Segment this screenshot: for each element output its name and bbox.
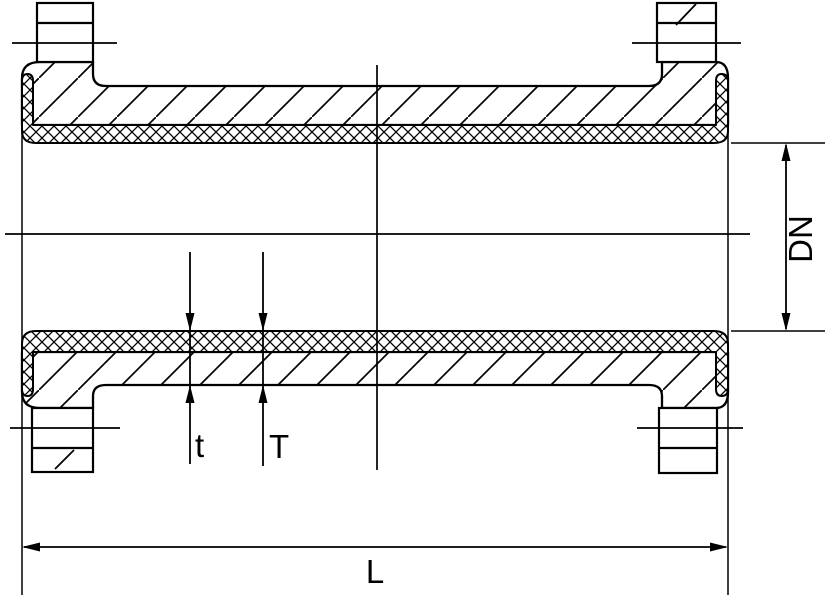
flange-studs — [10, 1, 743, 475]
length-dimension: L — [22, 542, 728, 590]
total-thickness-label: T — [269, 428, 289, 465]
overall-length-label: L — [366, 553, 384, 590]
dn-dimension: DN — [731, 142, 825, 332]
steel-pipe-body — [20, 60, 730, 410]
pipe-lining — [21, 73, 729, 397]
stud-bottom-right-body — [657, 406, 719, 475]
stud-top-left — [12, 1, 117, 64]
dn-arrow-down — [781, 313, 791, 331]
stud-top-left-body — [35, 1, 95, 64]
top-lining-section — [21, 73, 729, 144]
top-wall-and-flanges-section — [20, 60, 730, 127]
wall-thickness-dimensions: t T — [185, 252, 289, 466]
stud-bottom-left — [10, 406, 120, 474]
t-arrow-down — [185, 313, 195, 331]
dn-arrow-up — [781, 143, 791, 161]
lining-thickness-label: t — [195, 427, 204, 464]
bottom-wall-and-flanges-section — [20, 350, 730, 410]
bottom-lining-section — [21, 330, 729, 397]
T-arrow-down — [258, 313, 268, 331]
length-arrow-right — [710, 542, 728, 552]
stud-top-right — [632, 1, 741, 64]
stud-bottom-left-hatch-tick — [54, 449, 75, 470]
T-arrow-up — [258, 385, 268, 403]
stud-bottom-right — [637, 406, 743, 475]
t-arrow-up — [185, 385, 195, 403]
stud-top-right-hatch-tick — [675, 3, 697, 26]
stud-top-right-body — [655, 1, 718, 64]
length-arrow-left — [22, 542, 40, 552]
dn-dimension-label: DN — [782, 215, 819, 263]
